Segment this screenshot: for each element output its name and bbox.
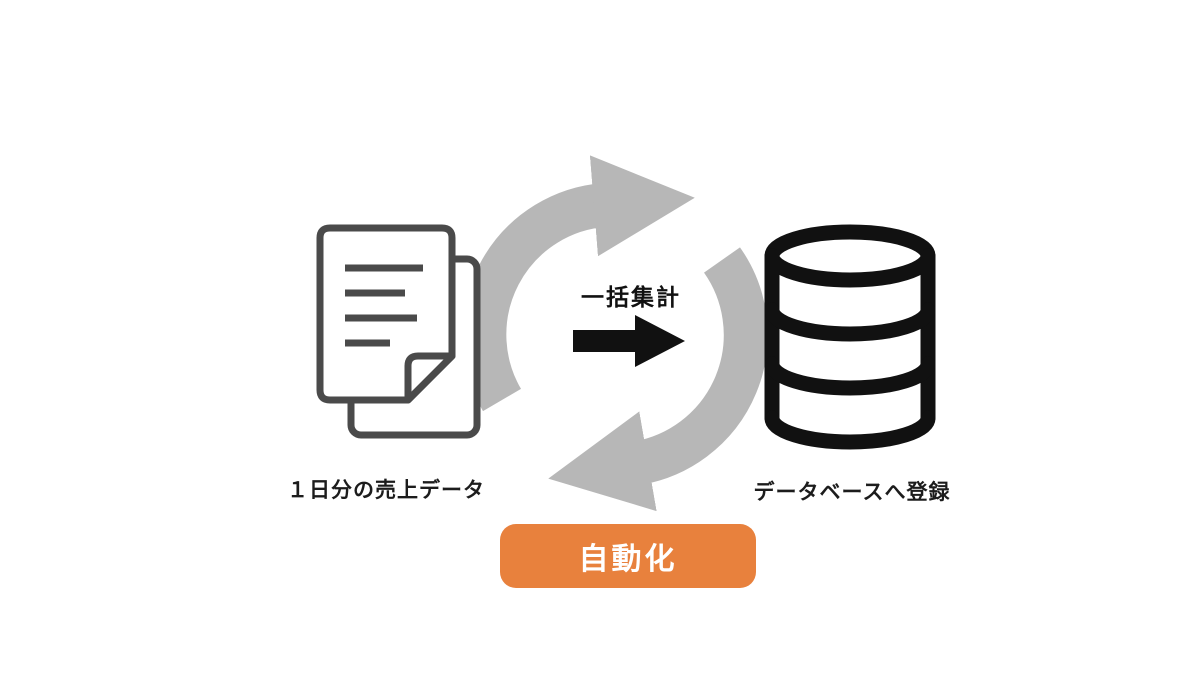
document-stack-icon [316, 224, 481, 439]
automation-badge-label: 自動化 [578, 543, 678, 576]
batch-aggregation-label: 一括集計 [581, 284, 681, 310]
automation-badge: 自動化 [500, 524, 756, 588]
cycle-arrows-icon [462, 155, 768, 512]
database-icon [764, 224, 936, 450]
arrow-right-icon [573, 315, 685, 367]
database-register-label: データベースへ登録 [753, 481, 951, 504]
source-data-label: １日分の売上データ [287, 479, 485, 502]
